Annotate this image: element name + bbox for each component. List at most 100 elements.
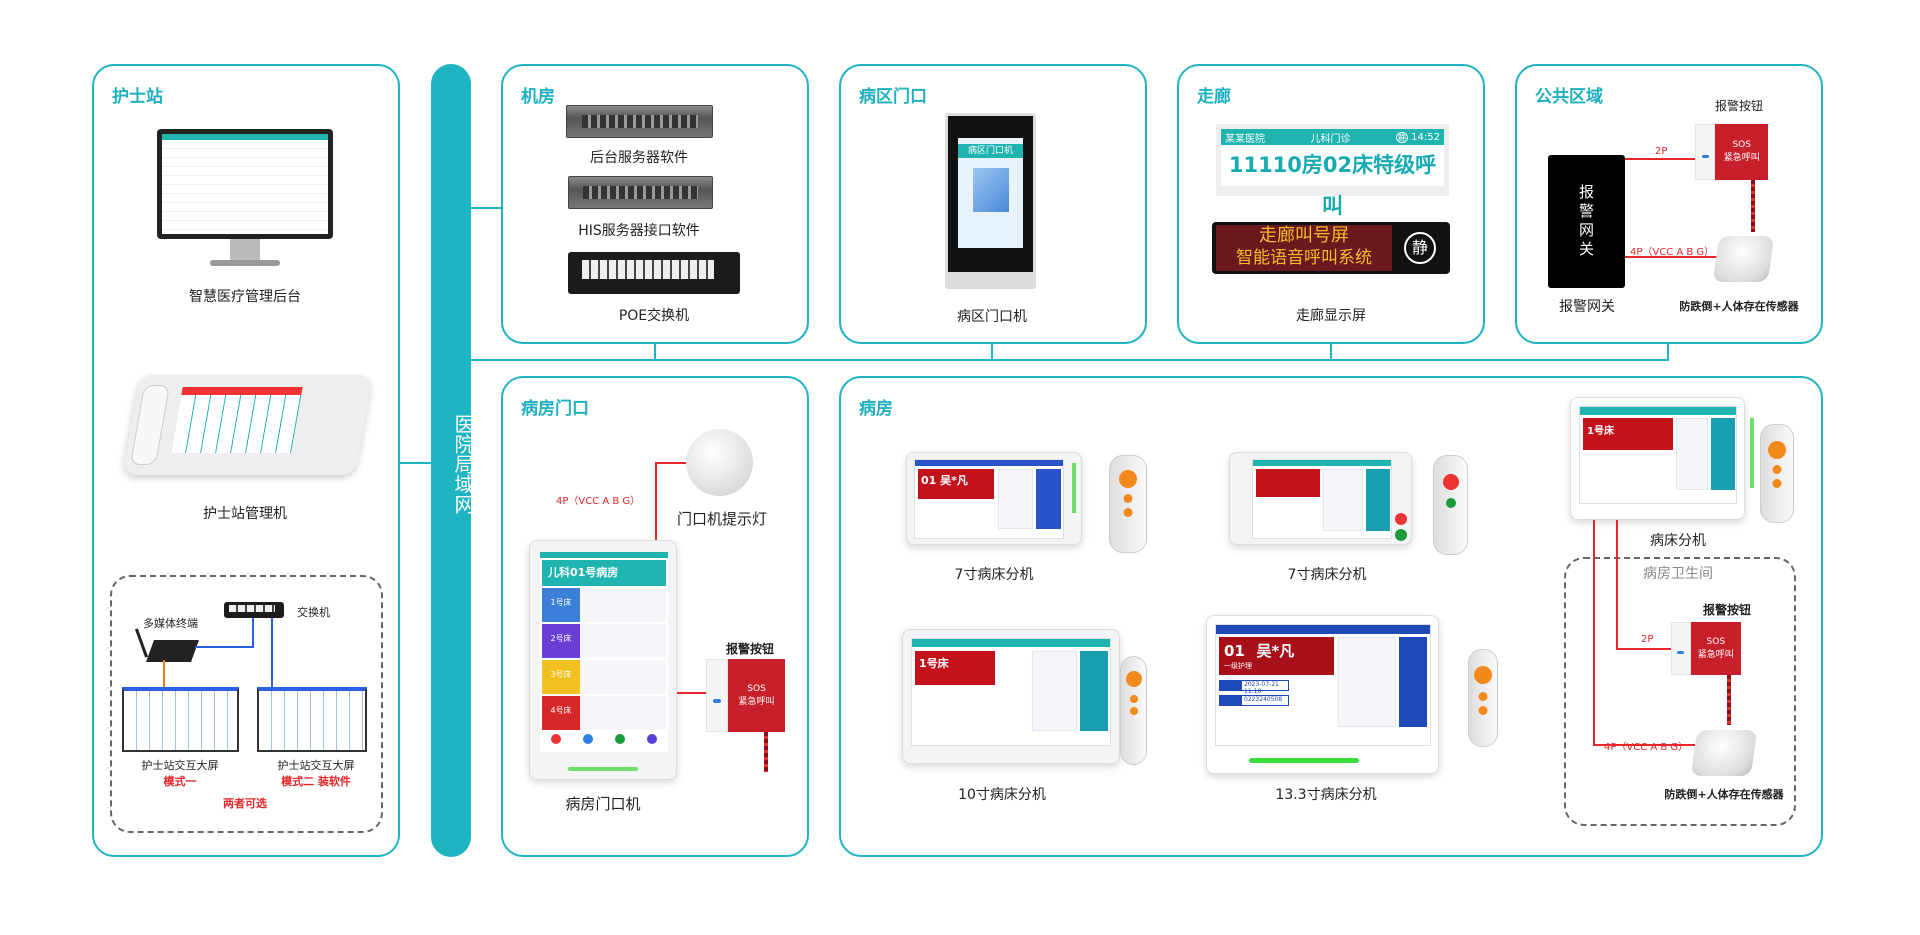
alarm-button-label: 报警按钮 xyxy=(726,642,775,656)
led-line2: 智能语音呼叫系统 xyxy=(1236,248,1372,268)
interactive-screen-2 xyxy=(257,687,367,752)
corridor-label: 走廊显示屏 xyxy=(1296,308,1366,324)
call-handset xyxy=(1760,424,1794,523)
wire-4p-label: 4P（VCC A B G） xyxy=(556,496,641,507)
bed-tile: 3号床 xyxy=(542,660,580,694)
wire-4p xyxy=(1593,520,1595,746)
pull-cord xyxy=(1727,675,1731,725)
terminal-label: 多媒体终端 xyxy=(143,617,198,630)
call-handset xyxy=(1109,455,1147,553)
bed-number: 1号床 xyxy=(1583,418,1673,450)
wire-4p-label: 4P（VCC A B G） xyxy=(1604,742,1689,753)
sensor-label: 防跌倒+人体存在传感器 xyxy=(1664,788,1784,801)
sos-text: SOS xyxy=(1706,636,1726,647)
monitor-image xyxy=(157,129,333,239)
lan-drop xyxy=(1330,344,1332,360)
bedside-terminal-10: 1号床 xyxy=(902,629,1120,764)
monitor-base xyxy=(210,260,280,266)
wire xyxy=(677,692,706,694)
wire-2p-label: 2P xyxy=(1641,634,1654,645)
screen2-label: 护士站交互大屏 xyxy=(277,759,355,772)
sos-subtext: 紧急呼叫 xyxy=(1723,153,1760,163)
mute-icon: 静 xyxy=(1404,232,1436,264)
bed-number: 01 xyxy=(921,474,937,487)
media-terminal-image xyxy=(145,640,200,662)
alarm-gateway-image: 报警网关 xyxy=(1548,155,1625,288)
bathroom-title: 病房卫生间 xyxy=(1643,566,1713,582)
sos-subtext: 紧急呼叫 xyxy=(738,696,775,707)
gateway-label: 报警网关 xyxy=(1559,299,1615,315)
cable xyxy=(271,618,273,687)
room-door-label: 病房门口机 xyxy=(565,795,641,813)
bedside-terminal: 1号床 xyxy=(1570,397,1754,520)
terminal-label: 10寸病床分机 xyxy=(958,787,1046,803)
terminal-label: 病床分机 xyxy=(1650,533,1706,549)
wire-4p xyxy=(655,462,657,540)
call-handset xyxy=(1120,656,1147,765)
door-lamp-image xyxy=(686,429,753,496)
panel-title: 护士站 xyxy=(112,87,163,107)
lamp-label: 门口机提示灯 xyxy=(676,510,768,528)
fall-sensor-image xyxy=(1690,730,1758,776)
door-screen-title: 儿科01号病房 xyxy=(542,560,666,586)
lan-drop xyxy=(654,344,656,360)
patient-name: 吴*凡 xyxy=(940,474,968,487)
bed-number: 01 xyxy=(1224,642,1245,660)
corridor-panel: 走廊 xyxy=(1177,64,1485,344)
poe-switch-label: POE交换机 xyxy=(618,308,690,324)
optional-box xyxy=(110,575,383,833)
wire-2p-label: 2P xyxy=(1655,146,1668,157)
lan-link-nurse-station xyxy=(400,462,431,464)
cable xyxy=(252,618,254,648)
bedside-terminal-13: 01 吴*凡一级护理 2023-07-21 11:10 0223240508 xyxy=(1206,615,1439,774)
server-label: 后台服务器软件 xyxy=(590,150,688,166)
wire-4p xyxy=(656,462,686,464)
wire-2p xyxy=(1625,158,1695,160)
bed-row: 1号床 xyxy=(542,588,666,622)
patient-id: 0223240508 xyxy=(1219,695,1289,706)
monitor-label: 智慧医疗管理后台 xyxy=(189,289,301,305)
phone-label: 护士站管理机 xyxy=(203,506,287,522)
led-line1: 走廊叫号屏 xyxy=(1259,225,1349,246)
admit-date: 2023-07-21 11:10 xyxy=(1219,680,1289,695)
screen1-label: 护士站交互大屏 xyxy=(141,759,219,772)
his-server-image xyxy=(568,176,713,209)
panel-title: 病房 xyxy=(859,399,893,419)
panel-title: 病区门口 xyxy=(859,87,927,107)
interactive-screen-1 xyxy=(122,687,239,752)
bedside-terminal-7a: 01 吴*凡 xyxy=(906,452,1082,545)
mute-icon: 静 xyxy=(1395,131,1408,143)
sos-button: SOS 紧急呼叫 xyxy=(706,659,785,732)
bed-tile: 4号床 xyxy=(542,696,580,730)
bed-row: 3号床 xyxy=(542,660,666,694)
panel-title: 公共区域 xyxy=(1535,87,1603,107)
wire-4p-label: 4P（VCC A B G） xyxy=(1630,247,1715,258)
backbone-label: 医院局域网 xyxy=(451,414,475,514)
bathroom-box xyxy=(1564,557,1796,826)
alarm-button-label: 报警按钮 xyxy=(1702,603,1752,617)
lcd-hospital: 某某医院 xyxy=(1225,133,1265,145)
nurse-phone-image xyxy=(122,375,373,475)
pull-cord xyxy=(764,732,768,772)
alarm-button-label: 报警按钮 xyxy=(1714,99,1764,113)
wire-2p xyxy=(1616,520,1618,650)
terminal-label: 7寸病床分机 xyxy=(1287,567,1367,583)
panel-title: 走廊 xyxy=(1197,87,1231,107)
sos-text: SOS xyxy=(747,683,766,694)
corridor-lcd: 某某医院 儿科门诊 静 14:52 11110房02床特级呼叫 xyxy=(1216,124,1449,218)
wire-4p xyxy=(1625,256,1717,258)
bed-tile: 1号床 xyxy=(542,588,580,622)
ward-entrance-label: 病区门口机 xyxy=(957,309,1027,325)
his-server-label: HIS服务器接口软件 xyxy=(578,223,700,239)
lan-link-server-room xyxy=(471,207,501,209)
screen1-mode: 模式一 xyxy=(163,775,197,788)
pull-cord xyxy=(1751,180,1755,232)
switch-label: 交换机 xyxy=(297,606,330,619)
wire-4p xyxy=(1593,744,1695,746)
sensor-label: 防跌倒+人体存在传感器 xyxy=(1679,300,1799,313)
optional-note: 两者可选 xyxy=(223,797,267,810)
terminal-label: 13.3寸病床分机 xyxy=(1275,787,1377,803)
